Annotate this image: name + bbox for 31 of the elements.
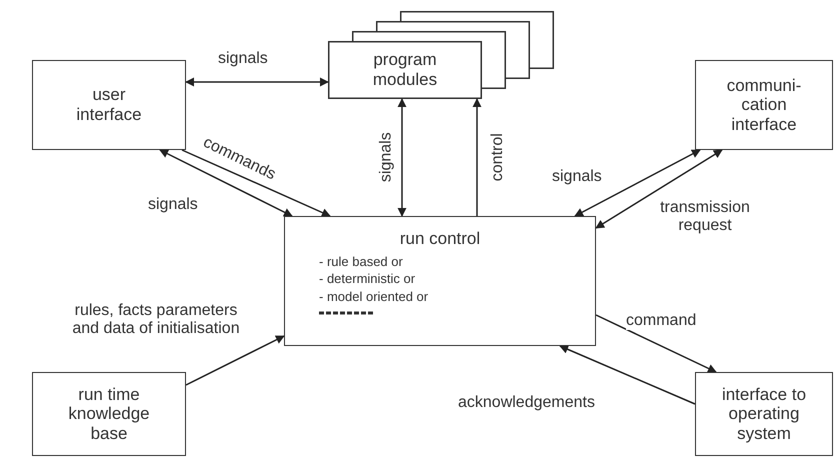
edge-label: signals <box>552 168 602 186</box>
process-box <box>695 372 833 456</box>
node-label: run time knowledge base <box>67 384 151 444</box>
list-item: - model oriented or <box>319 290 428 306</box>
list-item: - deterministic or <box>319 272 416 288</box>
node-label: user interface <box>75 85 143 125</box>
process-box <box>32 60 186 150</box>
arrow <box>574 149 701 217</box>
arrow <box>398 98 406 217</box>
edge-label: signals <box>378 132 396 182</box>
edge-label: signals <box>218 50 268 68</box>
edge-label: acknowledgements <box>458 394 595 412</box>
arrow <box>472 98 482 216</box>
arrow <box>182 149 331 217</box>
arrow <box>185 78 329 86</box>
stacked-module-boxes <box>328 11 554 99</box>
list-item: - rule based or <box>319 254 403 270</box>
edge-label: signals <box>148 196 198 214</box>
node-label: communi- cation interface <box>726 76 802 134</box>
process-box <box>284 216 596 346</box>
node-title: run control <box>400 229 480 249</box>
arrow <box>159 149 293 217</box>
arrow <box>595 149 723 229</box>
arrow <box>596 314 717 373</box>
edge-label: command <box>626 312 696 330</box>
process-box <box>32 372 186 456</box>
arrow <box>186 335 285 386</box>
node-label: program modules <box>372 50 438 90</box>
process-box <box>695 60 833 150</box>
node-label: interface to operating system <box>720 384 808 444</box>
arrow <box>559 345 696 405</box>
